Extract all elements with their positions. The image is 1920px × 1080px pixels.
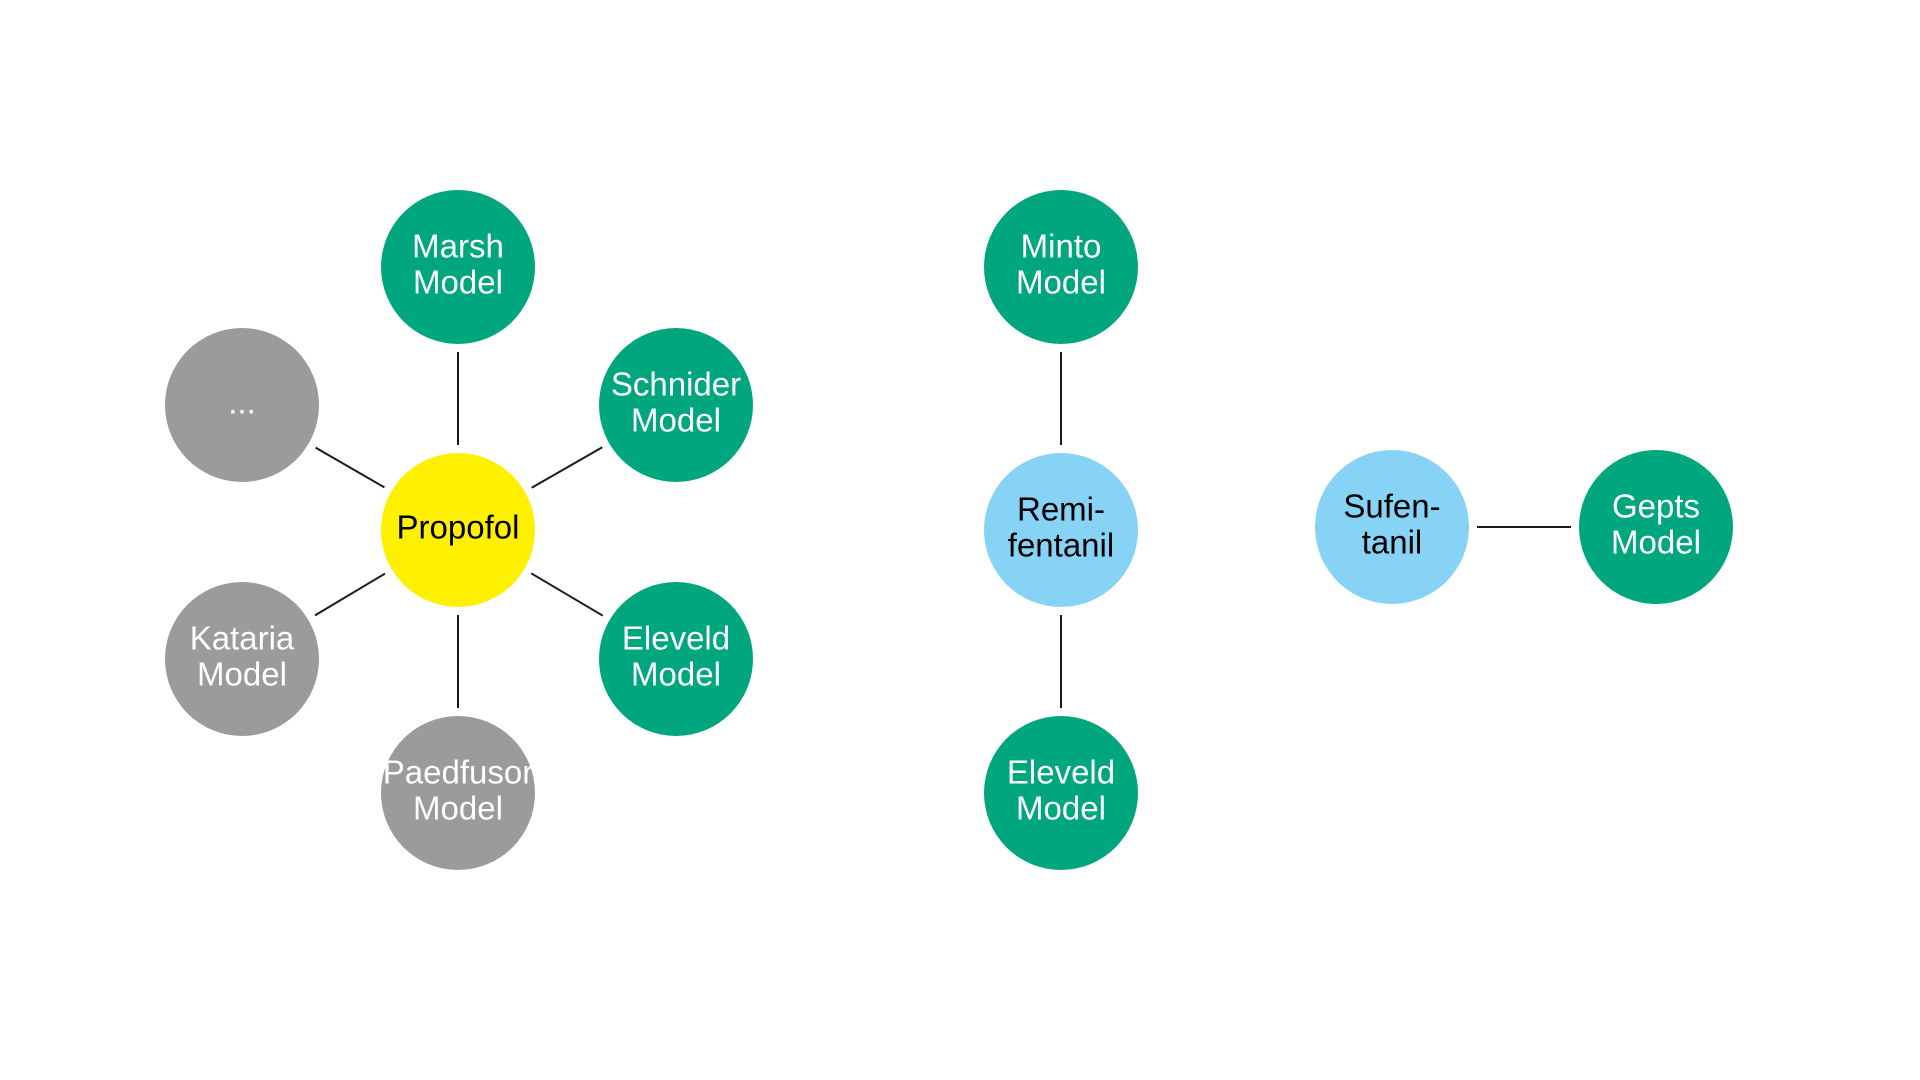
node-label: Schnider: [611, 366, 741, 403]
node-label: Model: [413, 264, 503, 301]
node-circle: [984, 453, 1138, 607]
node-label: Propofol: [397, 509, 520, 546]
node-label: Model: [631, 656, 721, 693]
node-label: Model: [631, 402, 721, 439]
node-label: Model: [1016, 790, 1106, 827]
node-label: Model: [1611, 524, 1701, 561]
node-circle: [1579, 450, 1733, 604]
node-label: Model: [1016, 264, 1106, 301]
node-label: Remi-: [1017, 491, 1105, 528]
node-label: Sufen-: [1343, 488, 1440, 525]
node-sufentanil: Sufen-tanil: [1315, 450, 1469, 604]
node-label: fentanil: [1008, 527, 1114, 564]
node-propofol: Propofol: [381, 453, 535, 607]
node-circle: [165, 328, 319, 482]
node-label: Marsh: [412, 228, 504, 265]
edges: [314, 352, 1571, 708]
edge-propofol-ellipsis: [315, 446, 385, 489]
node-label: tanil: [1362, 524, 1423, 561]
node-label: Gepts: [1612, 488, 1700, 525]
node-remifentanil: Remi-fentanil: [984, 453, 1138, 607]
nodes: PropofolMarshModelSchniderModelEleveldMo…: [165, 190, 1733, 870]
node-label: Minto: [1021, 228, 1102, 265]
node-label: Kataria: [190, 620, 295, 657]
node-circle: [984, 716, 1138, 870]
node-circle: [381, 716, 535, 870]
node-circle: [984, 190, 1138, 344]
node-ellipsis: ...: [165, 328, 319, 482]
node-label: Paedfusor: [383, 754, 533, 791]
node-label: Eleveld: [622, 620, 730, 657]
node-circle: [1315, 450, 1469, 604]
node-label: Model: [197, 656, 287, 693]
node-circle: [381, 453, 535, 607]
edge-propofol-kataria: [314, 572, 386, 617]
edge-propofol-schnider: [531, 446, 603, 489]
node-circle: [381, 190, 535, 344]
edge-propofol-eleveld-propofol: [530, 572, 604, 617]
node-label: Eleveld: [1007, 754, 1115, 791]
node-circle: [599, 582, 753, 736]
node-label: Model: [413, 790, 503, 827]
node-circle: [165, 582, 319, 736]
node-circle: [599, 328, 753, 482]
node-label: ...: [228, 384, 256, 421]
